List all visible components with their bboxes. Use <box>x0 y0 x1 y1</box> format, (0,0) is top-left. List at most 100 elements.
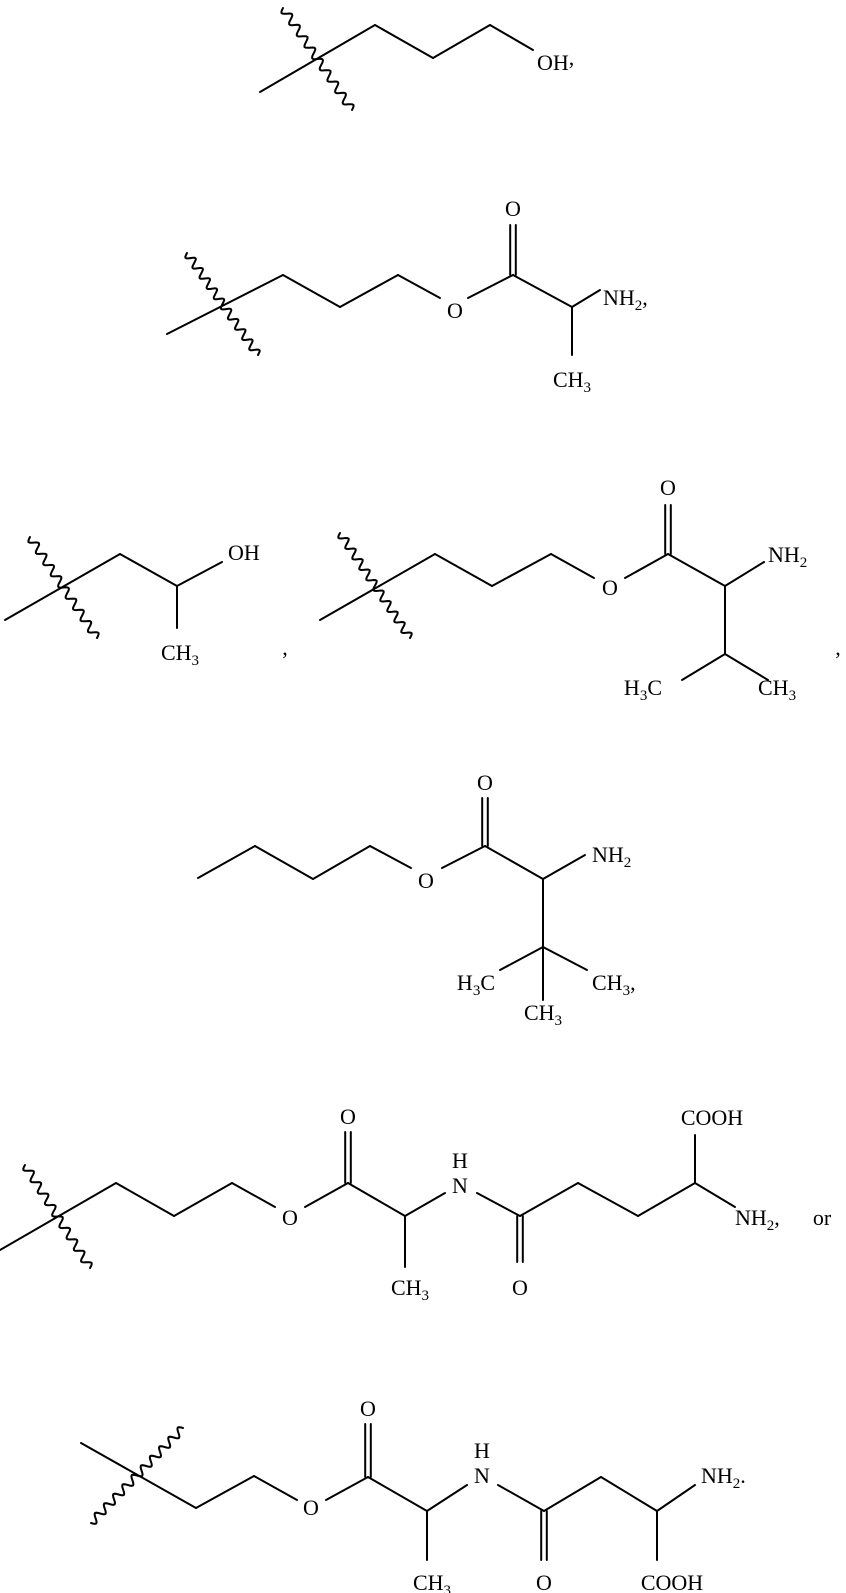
wavy-attachment-bond <box>90 1426 184 1525</box>
atom-label-main: CH <box>413 1570 444 1593</box>
single-bond <box>512 274 573 308</box>
atom-label-main: H <box>457 970 473 995</box>
atom-label: CH3 <box>553 367 591 396</box>
atom-label: OH <box>228 540 260 565</box>
atom-label: O <box>340 1104 356 1129</box>
single-bond <box>166 274 284 335</box>
atom-label-main: O <box>282 1205 298 1230</box>
atom-label-main: O <box>505 196 521 221</box>
atom-label-main: O <box>418 868 434 893</box>
atom-label: or <box>813 1205 832 1230</box>
single-bond <box>724 653 769 681</box>
atom-label-suffix: . <box>740 1463 746 1488</box>
single-bond <box>347 1182 406 1217</box>
atom-label: NH2 <box>768 542 807 571</box>
atom-label-main: O <box>340 1104 356 1129</box>
single-bond <box>489 24 534 51</box>
double-bond <box>509 224 517 276</box>
single-bond <box>231 1182 276 1208</box>
atom-label-main: NH <box>701 1463 733 1488</box>
single-bond <box>325 1476 369 1501</box>
atom-label-main: CH <box>524 1000 555 1025</box>
single-bond <box>600 1476 658 1512</box>
atom-label-subscript: 3 <box>422 1288 430 1304</box>
single-bond <box>484 845 544 880</box>
single-bond <box>426 1484 468 1512</box>
atom-label: , <box>835 635 841 660</box>
atom-label: NH2. <box>701 1463 746 1492</box>
single-bond <box>624 553 669 579</box>
atom-label: O <box>505 196 521 221</box>
single-bond <box>119 553 178 587</box>
atom-label-subscript: 3 <box>444 1583 452 1593</box>
single-bond <box>637 1182 696 1217</box>
atom-label-main: NH <box>592 842 624 867</box>
atom-label: N <box>452 1173 468 1198</box>
atom-label-subscript: 3 <box>640 688 648 704</box>
single-bond <box>577 1182 639 1217</box>
single-bond <box>434 553 493 587</box>
atom-label-suffix: , <box>630 970 636 995</box>
atom-label-main: H <box>452 1148 468 1173</box>
atom-label-subscript: 3 <box>584 380 592 396</box>
structure-hydroxypropyl: OH, <box>259 7 574 111</box>
single-bond <box>312 845 371 880</box>
single-bond <box>491 553 552 587</box>
single-bond <box>441 845 486 869</box>
atom-label-subscript: 3 <box>789 688 797 704</box>
atom-label-main: NH <box>603 285 635 310</box>
atom-label: O <box>303 1495 319 1520</box>
atom-label: O <box>447 298 463 323</box>
single-bond <box>115 1182 175 1217</box>
atom-label: CH3 <box>524 1000 562 1029</box>
atom-label-suffix: C <box>480 970 495 995</box>
atom-label: O <box>477 770 493 795</box>
atom-label: H3C <box>624 675 662 704</box>
atom-label: O <box>602 575 618 600</box>
atom-label-main: CH <box>592 970 623 995</box>
atom-label: O <box>418 868 434 893</box>
atom-label: OH, <box>537 45 574 75</box>
single-bond <box>176 561 223 587</box>
atom-label: O <box>282 1205 298 1230</box>
atom-label-main: O <box>477 770 493 795</box>
atom-label-main: CH <box>391 1275 422 1300</box>
atom-label: O <box>660 475 676 500</box>
double-bond <box>364 1423 372 1478</box>
atom-label: CH3, <box>592 970 636 999</box>
single-bond <box>339 274 399 308</box>
atom-label-main: O <box>303 1495 319 1520</box>
atom-label-main: OH <box>228 540 260 565</box>
double-bond <box>344 1131 352 1184</box>
atom-label-main: COOH <box>641 1570 703 1593</box>
atom-label: CH3 <box>413 1570 451 1593</box>
atom-label-main: OH <box>537 50 569 75</box>
single-bond <box>374 24 434 59</box>
single-bond <box>694 1182 736 1208</box>
single-bond <box>197 845 256 879</box>
atom-label-suffix: C <box>647 675 662 700</box>
single-bond <box>497 1484 545 1512</box>
atom-label: NH2 <box>592 842 631 871</box>
atom-label-main: O <box>360 1396 376 1421</box>
atom-label: H <box>452 1148 468 1173</box>
atom-label-main: , <box>835 635 841 660</box>
single-bond <box>656 1484 696 1512</box>
atom-label: CH3 <box>391 1275 429 1304</box>
single-bond <box>369 845 412 869</box>
single-bond <box>667 553 726 587</box>
double-bond <box>664 504 672 555</box>
single-bond <box>282 274 341 308</box>
atom-label: COOH <box>641 1570 703 1593</box>
single-bond <box>367 1476 428 1512</box>
atom-label: N <box>474 1463 490 1488</box>
single-bond <box>542 854 586 880</box>
single-bond <box>519 1182 579 1217</box>
atom-label-subscript: 3 <box>623 983 631 999</box>
atom-label-main: , <box>282 635 288 660</box>
single-bond <box>253 1475 298 1501</box>
